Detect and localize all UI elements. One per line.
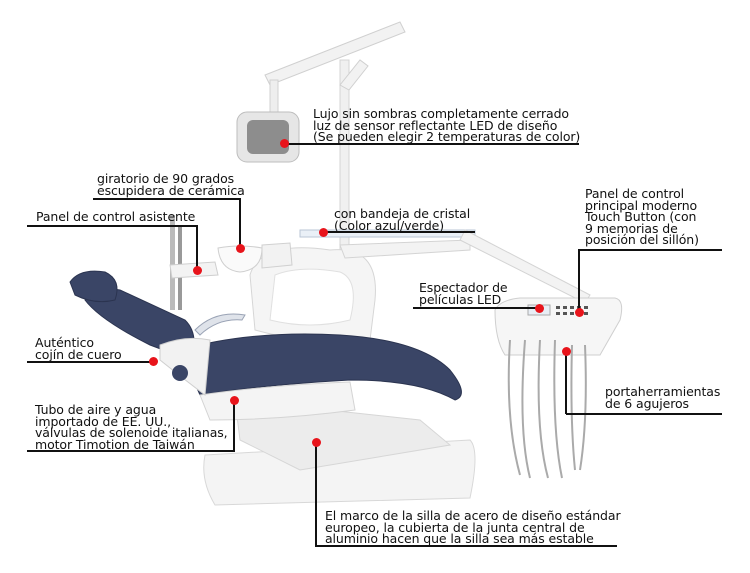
label-line: Tubo de aire y agua [35,402,157,417]
label-line: europeo, la cubierta de la junta central… [325,519,585,535]
marker-dot [311,437,321,447]
label-tubing-valves-motor: Tubo de aire y agua importado de EE. UU.… [35,404,228,450]
label-line: Panel de control [585,186,685,201]
label-line: principal moderno [585,197,698,213]
label-led-light: Lujo sin sombras completamente cerrado l… [313,108,580,143]
leader-line [566,413,722,415]
label-line: Panel de control asistente [36,209,196,224]
marker-dot [235,243,245,253]
marker-dot [318,227,328,237]
label-main-panel: Panel de control principal moderno Touch… [585,188,699,246]
leader-line [27,450,235,452]
label-line: posición del sillón) [585,232,699,247]
label-line: (Se pueden elegir 2 temperaturas de colo… [313,129,581,144]
leader-line [578,249,722,251]
label-leather-cushion: Auténtico cojín de cuero [35,337,122,360]
label-line: escupidera de cerámica [97,182,245,198]
leader-line [93,198,240,200]
leader-line [565,351,567,414]
leader-line [27,225,198,227]
marker-dot [148,356,158,366]
label-line: Auténtico [35,335,94,350]
label-spittoon: giratorio de 90 grados escupidera de cer… [97,173,245,196]
leader-line [315,442,317,546]
label-tool-holder: portaherramientas de 6 agujeros [605,386,720,409]
leader-line [233,400,235,451]
leader-line [413,307,539,309]
label-line: Espectador de [419,280,508,295]
leader-line [196,225,198,270]
label-line: giratorio de 90 grados [97,171,235,186]
label-line: El marco de la silla de acero de diseño … [325,508,621,523]
label-line: válvulas de solenoide italianas, [35,425,228,440]
label-line: (Color azul/verde) [334,217,445,233]
label-line: 9 memorias de [585,220,678,236]
label-chair-frame: El marco de la silla de acero de diseño … [325,510,621,545]
marker-dot [534,303,544,313]
marker-dot [229,395,239,405]
leader-line [322,231,475,233]
label-glass-tray: con bandeja de cristal (Color azul/verde… [334,208,470,231]
leader-line [283,143,579,145]
label-line: importado de EE. UU., [35,413,171,429]
label-line: motor Timotion de Taiwán [35,436,195,452]
label-line: Touch Button (con [585,209,697,224]
leader-line [239,198,241,248]
label-line: cojín de cuero [35,346,122,362]
label-line: con bandeja de cristal [334,206,471,221]
leader-line [578,249,580,312]
label-line: aluminio hacen que la silla sea más esta… [325,531,594,546]
label-line: de 6 agujeros [605,395,689,411]
marker-dot [279,138,289,148]
label-line: Lujo sin sombras completamente cerrado [313,106,569,121]
marker-dot [192,265,202,275]
marker-dot [574,307,584,317]
label-line: películas LED [419,291,502,307]
leader-line [315,545,617,547]
marker-dot [561,346,571,356]
leader-line [27,361,153,363]
label-assistant-panel: Panel de control asistente [36,211,195,223]
label-line: luz de sensor reflectante LED de diseño [313,117,558,133]
label-film-viewer: Espectador de películas LED [419,282,508,305]
label-line: portaherramientas [605,384,721,399]
